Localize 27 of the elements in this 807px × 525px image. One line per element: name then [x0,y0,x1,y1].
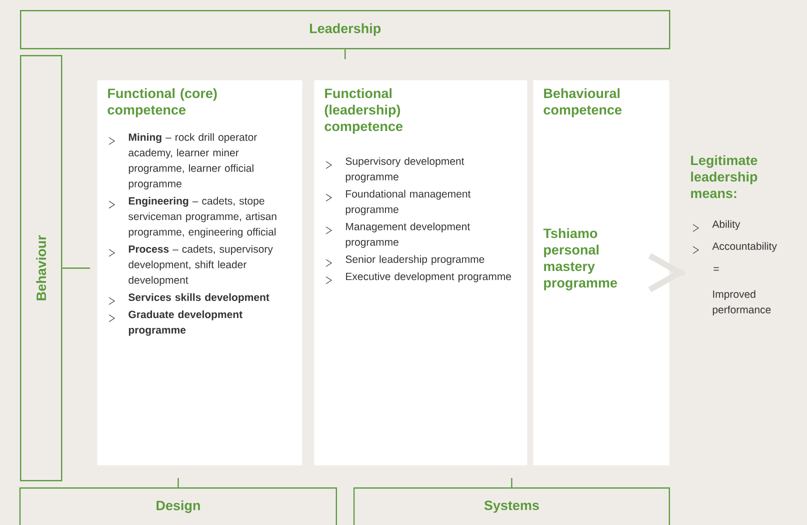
list-item: Executive development programme [346,272,512,282]
list-item: Services skills development [128,293,270,304]
connector-line [62,268,90,269]
frame-box: Design [19,487,337,525]
connector-line [344,49,346,60]
panel-heading: Functional (leadership) competence [324,88,402,134]
result-text: = [714,267,719,271]
list-item: Foundational management programme [346,190,471,216]
programme-title: Tshiamo personal mastery programme [543,228,617,290]
list-item: Management development programme [346,222,470,248]
list-item: Process – cadets, supervisory development, shift leader development [128,245,273,286]
list-item: Engineering – cadets, stope serviceman programme, artisan programme, engineering official [128,196,276,238]
panel-heading: Behavioural competence [544,88,622,118]
list-item: Supervisory development programme [346,157,464,182]
list-item: Mining – rock drill operator academy, learner miner programme, learner official programme [128,133,257,190]
list-item: Ability [712,220,740,230]
frame-box: Behaviour [20,55,62,482]
result-text: Improved performance [712,290,771,316]
list-item: Senior leadership programme [346,255,484,266]
frame-box: Leadership [20,10,670,50]
list-item: Accountability [712,242,777,252]
heading-text: Legitimate leadership means: [691,155,758,198]
connector-line [178,478,179,488]
connector-line [511,478,512,488]
list-item: Graduate development programme [128,310,242,336]
frame-box: Systems [353,487,670,525]
panel-heading: Functional (core) competence [108,88,217,118]
